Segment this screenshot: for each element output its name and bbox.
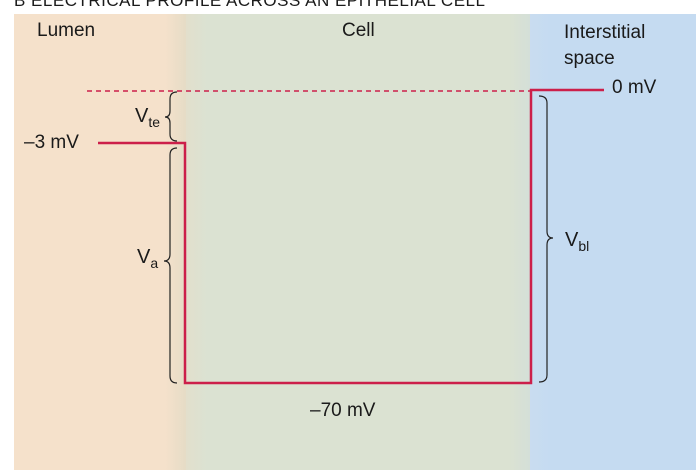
interstitial-potential-label: 0 mV — [612, 77, 657, 98]
vbl-label: Vbl — [565, 229, 589, 254]
interstitial-label: Interstitial space — [564, 20, 645, 72]
cell-region — [186, 14, 530, 470]
va-main: V — [137, 246, 151, 268]
vte-main: V — [135, 105, 149, 127]
vbl-main: V — [565, 229, 579, 251]
vte-label: Vte — [135, 105, 160, 130]
vte-brace — [164, 91, 178, 142]
va-brace — [163, 147, 178, 384]
page-title: B ELECTRICAL PROFILE ACROSS AN EPITHELIA… — [14, 0, 486, 10]
lumen-potential-label: –3 mV — [24, 132, 79, 153]
lumen-label: Lumen — [37, 20, 96, 41]
membrane-potential-profile — [98, 88, 604, 385]
interstitial-label-line2: space — [564, 48, 615, 69]
interstitial-label-line1: Interstitial — [564, 22, 646, 43]
va-label: Va — [137, 246, 158, 271]
vte-subscript: te — [148, 114, 161, 130]
cell-potential-label: –70 mV — [310, 400, 376, 421]
vbl-brace — [538, 95, 554, 383]
cell-label: Cell — [342, 20, 375, 41]
lumen-region — [14, 14, 186, 470]
vbl-subscript: bl — [578, 238, 590, 254]
va-subscript: a — [150, 255, 159, 271]
